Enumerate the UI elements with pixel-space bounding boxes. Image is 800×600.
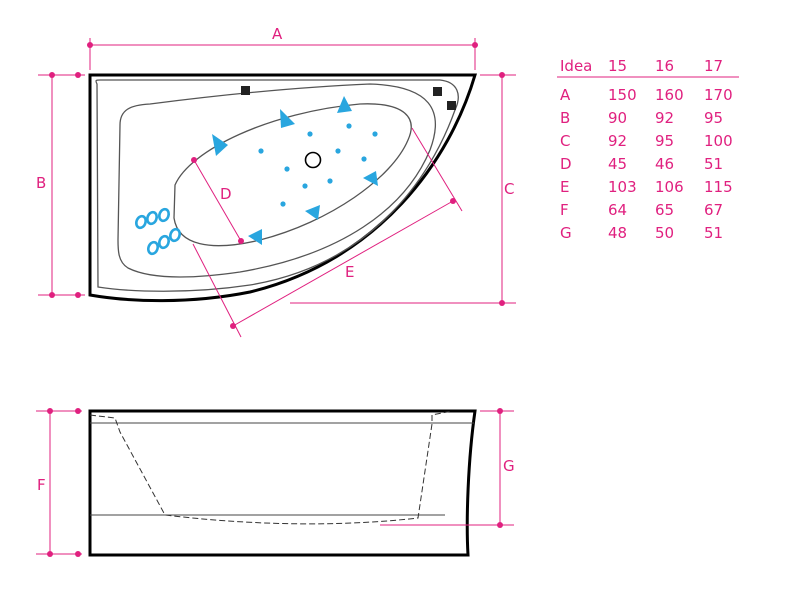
tub-rim-line <box>95 79 459 292</box>
table-cell: 106 <box>655 178 684 196</box>
jet-icon <box>145 210 159 226</box>
air-jet-dot <box>280 201 286 207</box>
table-cell: 51 <box>704 224 723 242</box>
dimension-label-F: F <box>37 476 46 494</box>
table-cell: 67 <box>704 201 723 219</box>
dimension-label-A: A <box>272 25 283 43</box>
drain-icon <box>304 151 322 169</box>
table-row-label: D <box>560 155 572 173</box>
hydro-jet-icon <box>305 205 320 220</box>
tub-outer-outline <box>88 73 478 303</box>
table-header-label: Idea <box>560 57 592 75</box>
tub-inner-well <box>173 103 412 247</box>
table-header-model: 16 <box>655 57 674 75</box>
dimension-label-C: C <box>504 180 514 198</box>
dimension-label-G: G <box>503 457 515 475</box>
air-jet-dot <box>302 183 308 189</box>
side-view: F G <box>36 408 515 557</box>
hydro-jet-icon <box>337 96 352 113</box>
hydro-jets <box>212 96 378 245</box>
hydro-jet-icon <box>212 134 228 156</box>
table-cell: 46 <box>655 155 674 173</box>
dimension-G <box>380 408 514 528</box>
table-row-label: C <box>560 132 570 150</box>
tub-side-outline <box>88 409 477 557</box>
table-cell: 92 <box>655 109 674 127</box>
table-cell: 95 <box>704 109 723 127</box>
air-jet-dot <box>307 131 313 137</box>
dimension-label-B: B <box>36 174 46 192</box>
table-cell: 45 <box>608 155 627 173</box>
tub-basin <box>117 83 437 278</box>
air-jet-dot <box>284 166 290 172</box>
control-knob <box>447 101 456 110</box>
table-cell: 160 <box>655 86 684 104</box>
air-jet-dot <box>335 148 341 154</box>
air-jets <box>258 123 378 207</box>
hydro-jet-icon <box>248 229 262 245</box>
dimension-A <box>87 38 478 70</box>
jet-icon <box>157 234 171 250</box>
table-header-model: 17 <box>704 57 723 75</box>
table-cell: 48 <box>608 224 627 242</box>
dimension-F <box>36 408 82 557</box>
table-cell: 50 <box>655 224 674 242</box>
table-cell: 51 <box>704 155 723 173</box>
air-jet-dot <box>346 123 352 129</box>
table-cell: 103 <box>608 178 637 196</box>
air-jet-dot <box>361 156 367 162</box>
hydro-jet-icon <box>280 109 295 128</box>
inner-basin-dashed <box>89 410 453 525</box>
table-row-label: B <box>560 109 570 127</box>
jet-icon <box>134 214 148 230</box>
control-knob <box>433 87 442 96</box>
table-row-label: G <box>560 224 572 242</box>
hydro-jet-icon <box>363 171 378 186</box>
table-cell: 90 <box>608 109 627 127</box>
dimension-B <box>38 72 85 298</box>
table-cell: 100 <box>704 132 733 150</box>
table-cell: 170 <box>704 86 733 104</box>
table-cell: 64 <box>608 201 627 219</box>
jet-icon <box>146 240 160 256</box>
table-row-label: E <box>560 178 569 196</box>
air-jet-dot <box>258 148 264 154</box>
control-knob <box>241 86 250 95</box>
back-jets <box>134 207 182 256</box>
dimension-E <box>192 127 463 338</box>
table-row-label: F <box>560 201 569 219</box>
dimension-C <box>290 72 516 306</box>
dimension-D <box>191 157 244 244</box>
air-jet-dot <box>372 131 378 137</box>
table-cell: 95 <box>655 132 674 150</box>
jet-icon <box>157 207 171 223</box>
jet-icon <box>168 227 182 243</box>
table-header: Idea 15 16 17 <box>560 57 723 75</box>
table-cell: 65 <box>655 201 674 219</box>
dimension-label-D: D <box>220 185 232 203</box>
air-jet-dot <box>327 178 333 184</box>
table-header-model: 15 <box>608 57 627 75</box>
top-view: A B C D E <box>36 25 516 338</box>
dimension-label-E: E <box>345 263 354 281</box>
table-cell: 92 <box>608 132 627 150</box>
table-cell: 150 <box>608 86 637 104</box>
table-row-label: A <box>560 86 571 104</box>
table-cell: 115 <box>704 178 733 196</box>
